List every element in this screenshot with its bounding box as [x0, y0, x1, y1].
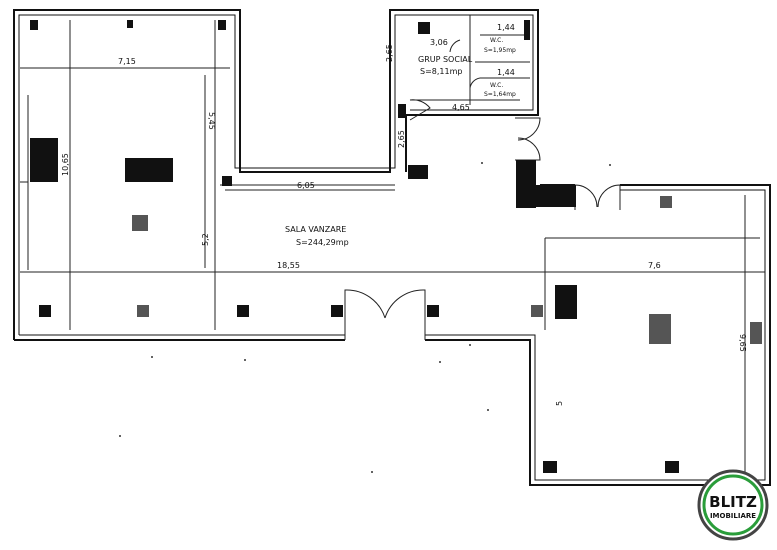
- dim-wc-width-2: 1,44: [497, 68, 515, 77]
- logo-subtitle: IMOBILIARE: [710, 512, 756, 520]
- room-wc2-name: W.C.: [490, 82, 503, 89]
- room-sales-area: S=244,29mp: [296, 238, 349, 247]
- room-wc2-area: S=1,64mp: [484, 91, 516, 98]
- outer-walls: [13, 9, 771, 486]
- dim-top-width: 7,15: [118, 57, 136, 66]
- room-social-area: S=8,11mp: [420, 67, 462, 76]
- dim-wc-width-1: 1,44: [497, 23, 515, 32]
- dim-corridor: 6,05: [297, 181, 315, 190]
- room-wc1-area: S=1,95mp: [484, 47, 516, 54]
- dim-right-height: 9,65: [738, 334, 747, 352]
- dim-main-length: 18,55: [277, 261, 300, 270]
- dim-left-lower: 5,2: [201, 233, 210, 246]
- dim-social-width: 3,06: [430, 38, 448, 47]
- dim-inner-height: 5,45: [207, 112, 216, 130]
- room-wc1-name: W.C.: [490, 37, 503, 44]
- doors: [344, 39, 621, 340]
- partition-lines: [20, 15, 765, 478]
- dim-right-width: 7,6: [648, 261, 661, 270]
- dimension-lines: [27, 75, 395, 270]
- dim-right-inner: 5: [555, 401, 564, 406]
- blitz-logo: BLITZ IMOBILIARE: [697, 469, 769, 541]
- room-sales-name: SALA VANZARE: [285, 225, 346, 234]
- sketch-dots: [119, 162, 611, 473]
- dim-social-h1: 2,65: [385, 44, 394, 62]
- dim-social-h2: 2,65: [397, 130, 406, 148]
- logo-wordmark: BLITZ: [709, 493, 757, 511]
- dim-social-bottom: 4,65: [452, 103, 470, 112]
- columns: [30, 20, 762, 473]
- room-social-name: GRUP SOCIAL: [418, 55, 473, 64]
- dim-left-height: 10,65: [61, 153, 70, 176]
